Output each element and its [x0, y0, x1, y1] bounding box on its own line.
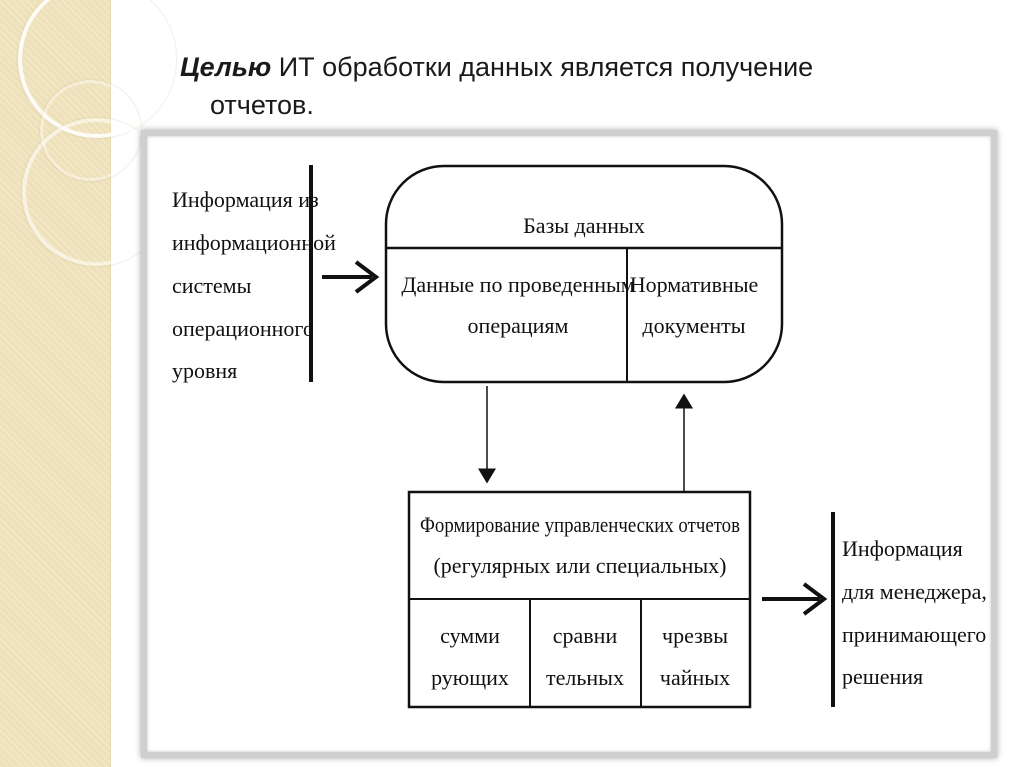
input-info-label: Информация из информационной системы опе… [172, 187, 336, 383]
title-emphasis: Целью [180, 52, 272, 82]
input-info-line: системы [172, 273, 252, 298]
output-info-line: для менеджера, [842, 579, 987, 604]
output-info-line: Информация [842, 536, 963, 561]
report-type-summary: рующих [431, 665, 509, 690]
output-arrow [762, 582, 828, 616]
output-info-line: принимающего [842, 622, 986, 647]
input-info-line: информационной [172, 230, 336, 255]
report-type-comparative: сравни [553, 623, 618, 648]
decorative-side-band [0, 0, 176, 767]
input-info-line: уровня [172, 358, 237, 383]
report-type-emergency: чайных [660, 665, 730, 690]
decorative-ring [40, 80, 141, 181]
input-arrow [322, 260, 380, 294]
report-type-comparative: тельных [546, 665, 624, 690]
database-title: Базы данных [523, 213, 645, 238]
db-transactions-line: Данные по проведенным [401, 272, 634, 297]
db-normative-line: Нормативные [630, 272, 759, 297]
output-info-line: решения [842, 664, 923, 689]
title-line2: отчетов. [210, 90, 314, 120]
report-type-emergency: чрезвы [662, 623, 728, 648]
slide-title: Целью ИТ обработки данных является получ… [180, 48, 980, 124]
report-type-summary: сумми [440, 623, 500, 648]
input-info-line: Информация из [172, 187, 319, 212]
title-text: ИТ обработки данных является получение [271, 52, 814, 82]
reports-box: Формирование управленческих отчетов (рег… [407, 490, 752, 709]
output-info-label: Информация для менеджера, принимающего р… [842, 536, 987, 689]
db-transactions-line: операциям [468, 313, 569, 338]
input-info-line: операционного [172, 316, 314, 341]
db-normative-line: документы [642, 313, 745, 338]
reports-title-line: Формирование управленческих отчетов [420, 512, 740, 537]
database-box: Базы данных Данные по проведенным операц… [384, 164, 784, 384]
reports-title-line: (регулярных или специальных) [433, 553, 726, 578]
